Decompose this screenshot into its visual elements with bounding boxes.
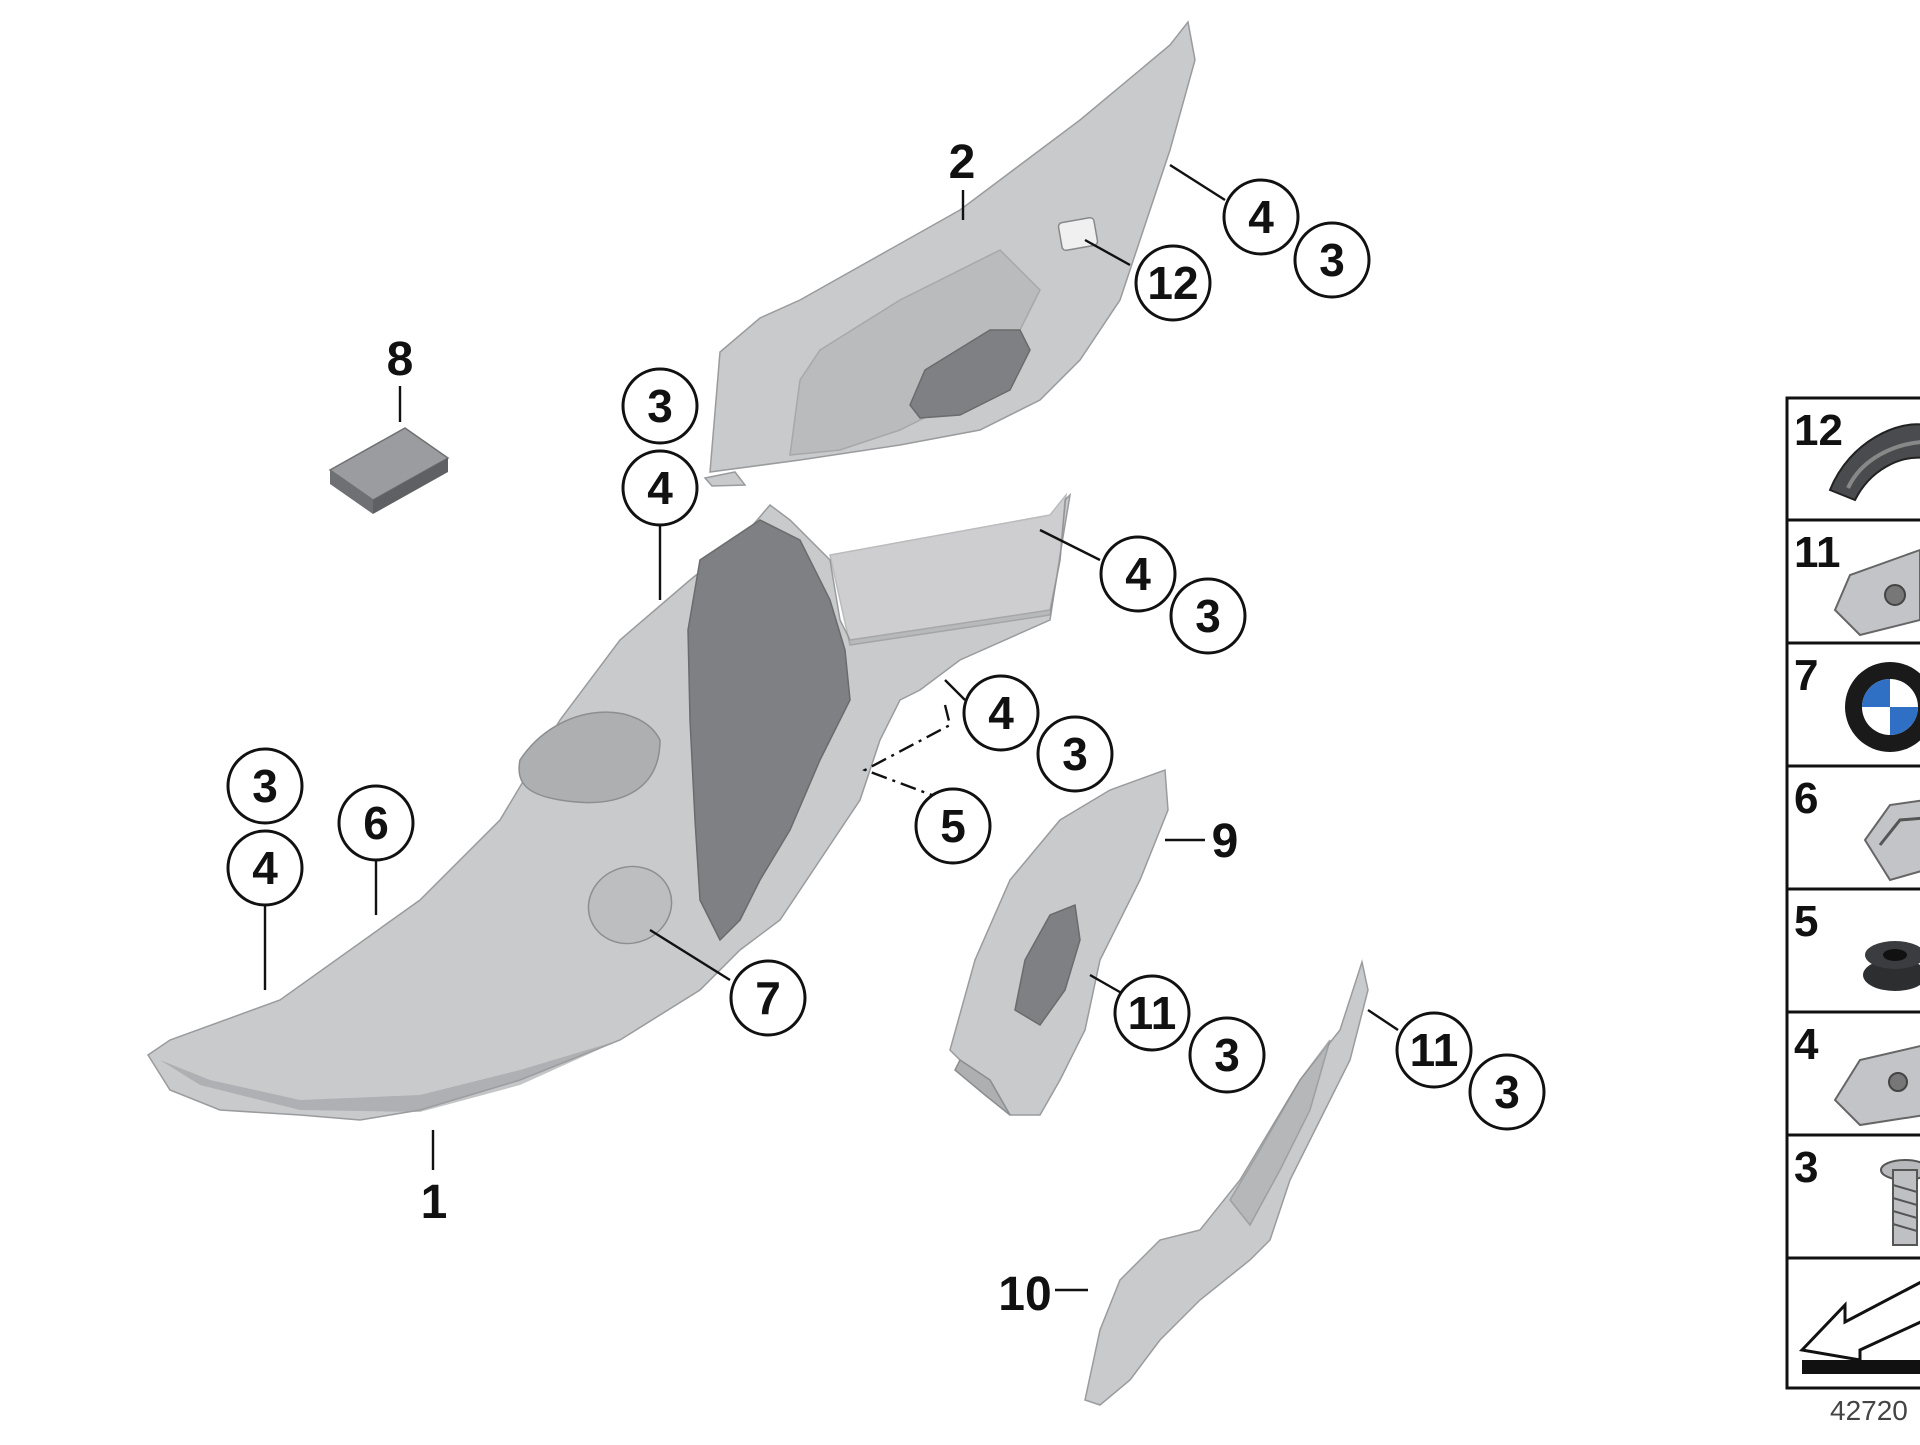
part-10-bracket <box>1084 959 1369 1406</box>
part-1-main-panel <box>146 492 1072 1121</box>
callout-4-mid-right: 4 <box>1099 535 1177 613</box>
svg-text:12: 12 <box>1794 406 1843 455</box>
callout-1: 1 <box>421 1176 448 1229</box>
part-2-upper-panel <box>703 20 1196 487</box>
legend-item-7-emblem-icon: 7 <box>1794 651 1920 752</box>
callout-11-mid: 11 <box>1113 974 1191 1052</box>
drawing-number: 42720 <box>1830 1395 1908 1426</box>
svg-text:5: 5 <box>1794 897 1818 946</box>
callout-3-upper-left: 3 <box>621 367 699 445</box>
svg-text:4: 4 <box>988 687 1014 739</box>
callout-5: 5 <box>914 787 992 865</box>
callout-2: 2 <box>949 136 976 189</box>
legend-item-11: 11 <box>1794 528 1920 637</box>
svg-text:3: 3 <box>1195 590 1221 642</box>
callout-3-left: 3 <box>226 747 304 825</box>
callout-8: 8 <box>387 333 414 386</box>
legend-item-3-screw: 3 <box>1794 1143 1920 1246</box>
callout-3-lower-right: 3 <box>1468 1053 1546 1131</box>
svg-text:6: 6 <box>363 797 389 849</box>
legend-column: 12 11 7 6 5 <box>1785 396 1920 1426</box>
svg-text:4: 4 <box>1125 548 1151 600</box>
svg-text:3: 3 <box>1062 728 1088 780</box>
svg-text:3: 3 <box>1319 234 1345 286</box>
svg-text:4: 4 <box>1794 1020 1819 1069</box>
svg-text:5: 5 <box>940 800 966 852</box>
callout-10: 10 <box>998 1268 1051 1321</box>
callouts: 2 8 9 1 10 4 3 12 3 4 4 <box>226 136 1546 1321</box>
part-8-pad <box>328 427 450 514</box>
callout-4-mid: 4 <box>962 674 1040 752</box>
callout-11-right: 11 <box>1395 1011 1473 1089</box>
svg-text:11: 11 <box>1410 1024 1459 1076</box>
svg-text:12: 12 <box>1147 257 1198 309</box>
svg-text:4: 4 <box>647 462 673 514</box>
svg-text:3: 3 <box>252 760 278 812</box>
svg-text:6: 6 <box>1794 774 1818 823</box>
legend-arrow-icon <box>1798 1280 1920 1374</box>
svg-text:11: 11 <box>1794 528 1841 577</box>
legend-item-6: 6 <box>1794 774 1920 882</box>
svg-text:3: 3 <box>1794 1143 1818 1192</box>
part-9-bracket <box>949 768 1169 1116</box>
svg-text:4: 4 <box>1248 191 1274 243</box>
svg-text:3: 3 <box>1214 1029 1240 1081</box>
callout-4-upper-left: 4 <box>621 449 699 527</box>
svg-text:11: 11 <box>1128 987 1177 1039</box>
svg-text:7: 7 <box>755 972 781 1024</box>
callout-4-left: 4 <box>226 829 304 907</box>
svg-text:3: 3 <box>647 380 673 432</box>
legend-item-4: 4 <box>1794 1020 1920 1127</box>
legend-item-12: 12 <box>1794 406 1920 502</box>
leader-lines <box>263 163 1399 1292</box>
callout-3-mid: 3 <box>1036 715 1114 793</box>
callout-6: 6 <box>337 784 415 862</box>
callout-3-mid-right: 3 <box>1169 577 1247 655</box>
callout-3-top: 3 <box>1293 221 1371 299</box>
callout-9: 9 <box>1212 815 1239 868</box>
svg-text:7: 7 <box>1794 651 1818 700</box>
callout-7: 7 <box>729 959 807 1037</box>
callout-12: 12 <box>1134 244 1212 322</box>
callout-4-top: 4 <box>1222 178 1300 256</box>
legend-item-5-grommet: 5 <box>1794 897 1920 991</box>
svg-text:4: 4 <box>252 842 278 894</box>
callout-3-lower-mid: 3 <box>1188 1016 1266 1094</box>
svg-text:3: 3 <box>1494 1066 1520 1118</box>
